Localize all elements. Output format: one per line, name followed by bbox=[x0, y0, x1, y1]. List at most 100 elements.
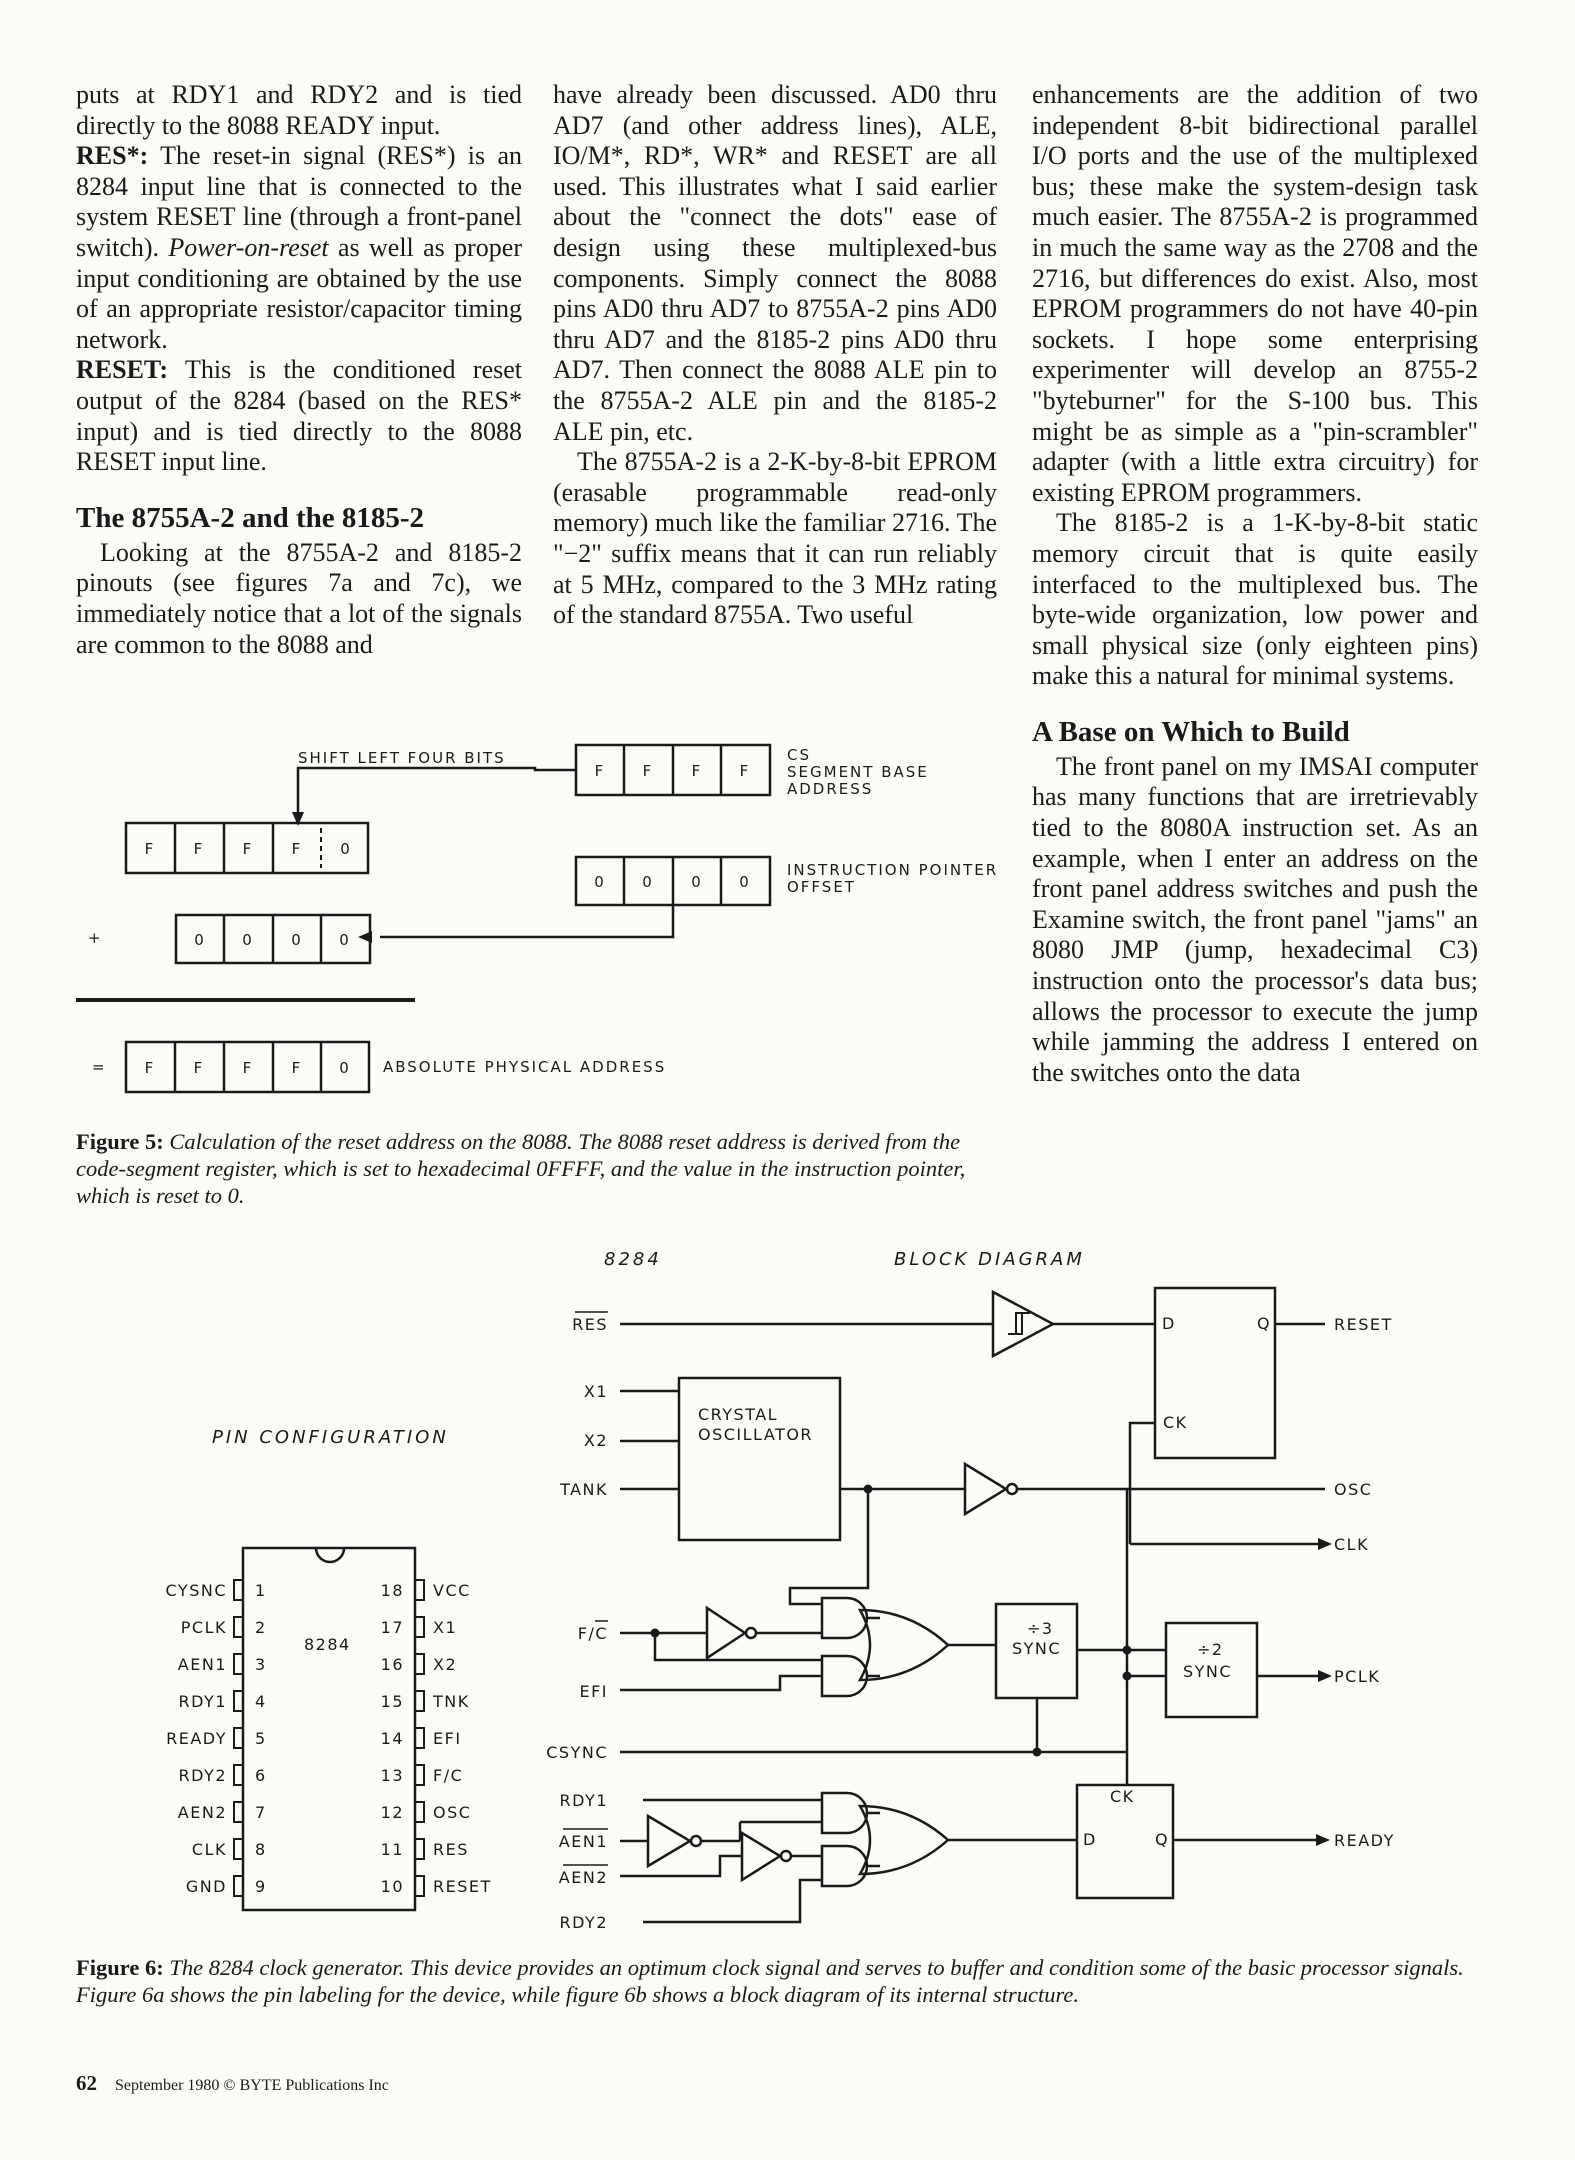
pin-number-right: 16 bbox=[381, 1655, 404, 1674]
footer-credit: September 1980 © BYTE Publications Inc bbox=[115, 2077, 389, 2094]
shifted-cell: 0 bbox=[340, 840, 352, 858]
pin-name-right: X1 bbox=[433, 1618, 457, 1637]
pin-name-left: RDY2 bbox=[178, 1766, 227, 1785]
input-f-c: F/C bbox=[578, 1624, 608, 1643]
pin-name-right: OSC bbox=[433, 1803, 471, 1822]
pin-lead bbox=[233, 1727, 244, 1749]
col3-para-3: The front panel on my IMSAI computer has… bbox=[1032, 751, 1478, 1087]
shift-label: SHIFT LEFT FOUR BITS bbox=[298, 749, 506, 767]
pin-number-left: 3 bbox=[255, 1655, 267, 1674]
pin-name-left: AEN1 bbox=[178, 1655, 227, 1674]
pin-lead bbox=[414, 1764, 425, 1786]
div3-label: SYNC bbox=[1012, 1639, 1061, 1658]
pin-name-right: TNK bbox=[432, 1692, 470, 1711]
pin-number-left: 5 bbox=[255, 1729, 267, 1748]
pin-lead bbox=[414, 1875, 425, 1897]
cs-cell: F bbox=[643, 762, 654, 780]
offset-cell: 0 bbox=[291, 931, 303, 949]
input-aen2: AEN2 bbox=[559, 1868, 608, 1887]
pin-number-right: 15 bbox=[381, 1692, 404, 1711]
input-rdy1: RDY1 bbox=[559, 1791, 608, 1810]
div2-label: SYNC bbox=[1183, 1662, 1232, 1681]
output-osc: OSC bbox=[1334, 1480, 1372, 1499]
ip-label: OFFSET bbox=[787, 878, 856, 896]
column-3: enhancements are the addition of two ind… bbox=[1032, 80, 1478, 1088]
pin-lead bbox=[414, 1727, 425, 1749]
pin-number-right: 13 bbox=[381, 1766, 404, 1785]
input-rdy2: RDY2 bbox=[559, 1913, 608, 1932]
figure-6-caption: Figure 6: The 8284 clock generator. This… bbox=[76, 1955, 1464, 2007]
col1-para-reset: RESET: This is the conditioned reset out… bbox=[76, 355, 522, 477]
figure-6-caption-label: Figure 6: bbox=[76, 1955, 164, 1980]
term-reset: RESET: bbox=[76, 355, 168, 385]
pin-name-right: RES bbox=[433, 1840, 469, 1859]
pin-lead bbox=[414, 1579, 425, 1601]
input-csync: CSYNC bbox=[546, 1743, 608, 1762]
pin-config-title: PIN CONFIGURATION bbox=[212, 1427, 449, 1448]
pin-number-right: 12 bbox=[381, 1803, 404, 1822]
ip-cell: 0 bbox=[642, 873, 654, 891]
pin-lead bbox=[233, 1764, 244, 1786]
col3-para-2: The 8185-2 is a 1-K-by-8-bit static memo… bbox=[1032, 508, 1478, 691]
input-tank: TANK bbox=[559, 1480, 608, 1499]
offset-cell: 0 bbox=[242, 931, 254, 949]
result-cell: 0 bbox=[339, 1059, 351, 1077]
pin-lead bbox=[233, 1690, 244, 1712]
ip-cell: 0 bbox=[691, 873, 703, 891]
figure-5-caption: Figure 5: Calculation of the reset addre… bbox=[76, 1129, 966, 1208]
pin-lead bbox=[233, 1653, 244, 1675]
output-ready: READY bbox=[1334, 1831, 1395, 1850]
input-x1: X1 bbox=[584, 1382, 608, 1401]
pin-lead bbox=[233, 1579, 244, 1601]
pin-name-right: EFI bbox=[433, 1729, 462, 1748]
output-pclk: PCLK bbox=[1334, 1667, 1380, 1686]
column-2: have already been discussed. AD0 thru AD… bbox=[553, 80, 997, 631]
pin-number-left: 7 bbox=[255, 1803, 267, 1822]
ready-ff-ck: CK bbox=[1110, 1787, 1135, 1806]
pin-number-left: 2 bbox=[255, 1618, 267, 1637]
col1-para-res: RES*: The reset-in signal (RES*) is an 8… bbox=[76, 141, 522, 354]
result-cell: F bbox=[194, 1059, 205, 1077]
cs-label: SEGMENT BASE bbox=[787, 763, 929, 781]
figure-6-diagram: 8284 BLOCK DIAGRAM PIN CONFIGURATION CYS… bbox=[166, 1249, 1395, 1932]
section-heading-base: A Base on Which to Build bbox=[1032, 715, 1350, 748]
ff-ck-label: CK bbox=[1163, 1413, 1188, 1432]
pin-name-left: CYSNC bbox=[166, 1581, 227, 1600]
block-title-right: BLOCK DIAGRAM bbox=[894, 1249, 1085, 1270]
result-cell: F bbox=[145, 1059, 156, 1077]
input-efi: EFI bbox=[579, 1682, 608, 1701]
pin-lead bbox=[233, 1838, 244, 1860]
input-x2: X2 bbox=[584, 1431, 608, 1450]
ip-label: INSTRUCTION POINTER bbox=[787, 861, 998, 879]
block-title-left: 8284 bbox=[604, 1249, 662, 1270]
pin-number-right: 11 bbox=[381, 1840, 404, 1859]
pin-name-left: RDY1 bbox=[178, 1692, 227, 1711]
pin-lead bbox=[233, 1875, 244, 1897]
pin-name-left: CLK bbox=[192, 1840, 227, 1859]
ready-ff-d: D bbox=[1083, 1830, 1097, 1849]
figure-5-diagram: SHIFT LEFT FOUR BITS F F F F F F F F 0 0… bbox=[76, 743, 998, 1094]
pin-name-right: X2 bbox=[433, 1655, 457, 1674]
shifted-cell: F bbox=[145, 840, 156, 858]
pin-number-right: 14 bbox=[381, 1729, 404, 1748]
column-1: puts at RDY1 and RDY2 and is tied direct… bbox=[76, 80, 522, 660]
cs-cell: F bbox=[692, 762, 703, 780]
result-cell: F bbox=[243, 1059, 254, 1077]
crystal-label: CRYSTAL bbox=[698, 1405, 778, 1424]
pin-name-right: F/C bbox=[433, 1766, 463, 1785]
pin-lead bbox=[414, 1690, 425, 1712]
output-reset: RESET bbox=[1334, 1315, 1393, 1334]
input-aen1: AEN1 bbox=[559, 1832, 608, 1851]
pin-number-left: 8 bbox=[255, 1840, 267, 1859]
term-res: RES*: bbox=[76, 141, 149, 171]
section-heading-8755: The 8755A-2 and the 8185-2 bbox=[76, 501, 425, 534]
cs-label: ADDRESS bbox=[787, 780, 873, 798]
cs-cell: F bbox=[740, 762, 751, 780]
ff-d-label: D bbox=[1162, 1314, 1176, 1333]
ff-q-label: Q bbox=[1257, 1314, 1271, 1333]
pin-name-left: AEN2 bbox=[178, 1803, 227, 1822]
ip-cell: 0 bbox=[739, 873, 751, 891]
ready-ff-q: Q bbox=[1155, 1830, 1169, 1849]
